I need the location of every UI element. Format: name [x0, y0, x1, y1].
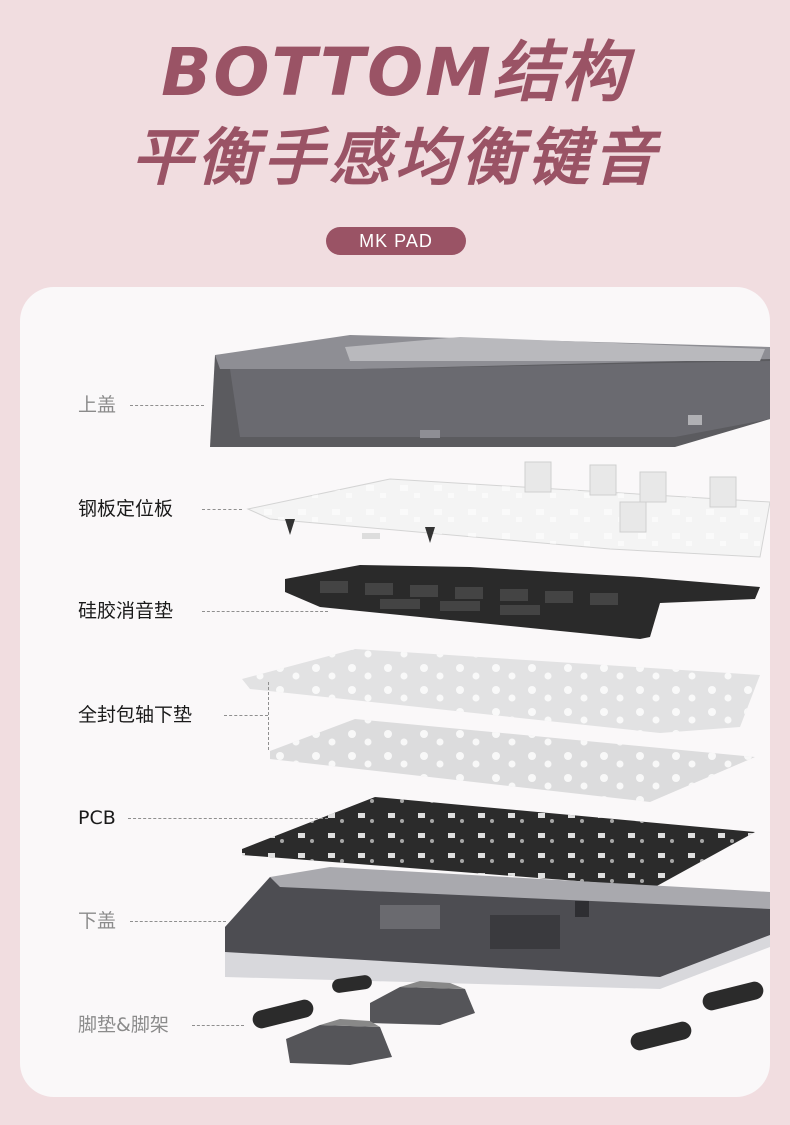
layer-label-top-cover: 上盖	[78, 394, 117, 416]
layer-label-feet: 脚垫&脚架	[78, 1014, 169, 1036]
layer-label-bottom-cover: 下盖	[78, 910, 117, 932]
leader-line-silicone-pad	[202, 611, 328, 612]
layer-label-switch-pad: 全封包轴下垫	[78, 704, 193, 726]
bottom-cover-layer	[225, 867, 770, 989]
title-line-1: BOTTOM结构	[161, 34, 629, 111]
leader-line-switch-pad	[224, 715, 268, 716]
exploded-layers-illustration	[210, 335, 770, 1065]
feet-layer	[252, 975, 764, 1065]
leader-bracket-switch-pad	[268, 682, 269, 750]
steel-plate-layer	[246, 461, 770, 558]
leader-line-feet	[192, 1025, 244, 1026]
switch-pad-layer	[242, 649, 760, 802]
layer-label-steel-plate: 钢板定位板	[78, 498, 174, 520]
leader-line-pcb	[128, 818, 328, 819]
pcb-layer	[242, 797, 755, 887]
exploded-view-card: 上盖 钢板定位板 硅胶消音垫 全封包轴下垫 PCB 下盖 脚垫&脚架	[20, 287, 770, 1097]
layer-label-silicone-pad: 硅胶消音垫	[78, 600, 174, 622]
product-badge: MK PAD	[326, 227, 466, 255]
leader-line-steel-plate	[202, 509, 242, 510]
silicone-damping-pad-layer	[285, 565, 760, 639]
layer-label-pcb: PCB	[78, 807, 116, 829]
leader-line-top-cover	[130, 405, 204, 406]
top-cover-layer	[210, 335, 770, 447]
leader-line-bottom-cover	[130, 921, 226, 922]
title-line-2: 平衡手感均衡键音	[130, 121, 659, 194]
